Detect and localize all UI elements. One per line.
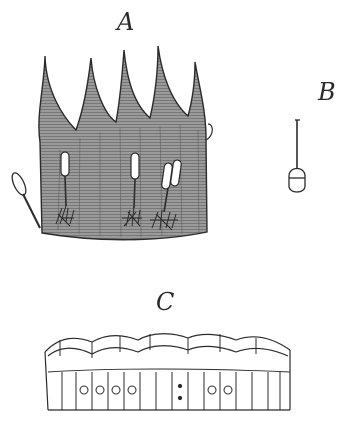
pistil [9, 171, 40, 228]
figure-b-stamen [289, 120, 305, 192]
figure-a-corolla [9, 46, 212, 240]
figure-c-tissue-section [45, 334, 290, 410]
